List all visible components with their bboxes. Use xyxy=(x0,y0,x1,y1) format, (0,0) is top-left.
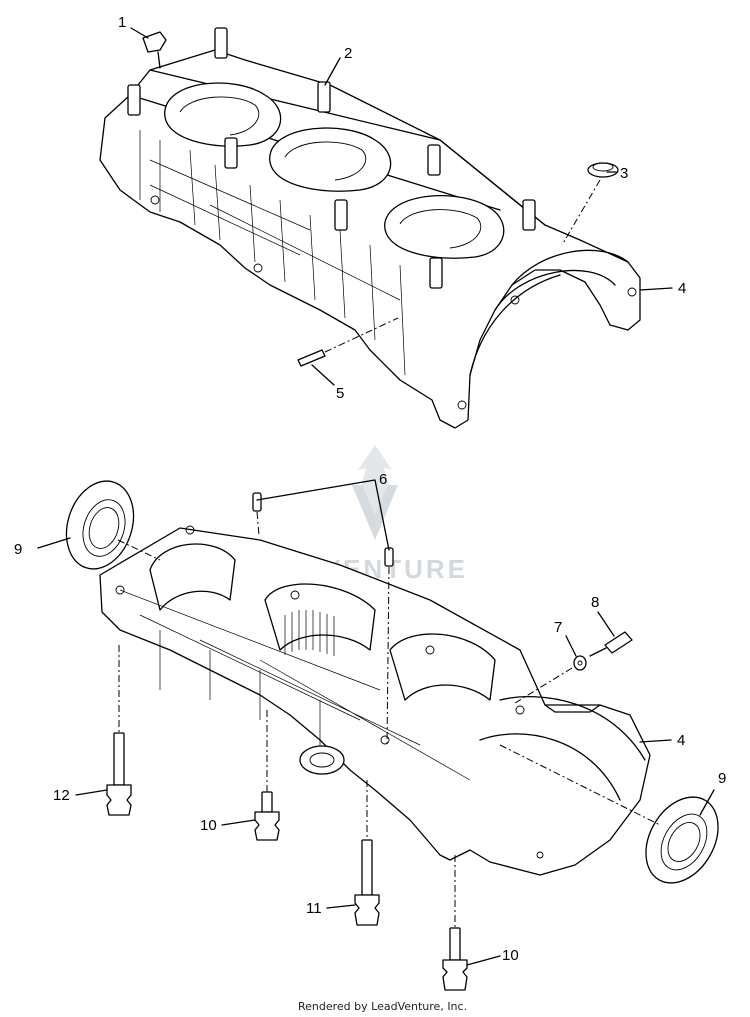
callout-9-front: 9 xyxy=(14,541,22,558)
callout-5: 5 xyxy=(336,385,344,402)
callout-2: 2 xyxy=(344,45,352,62)
part-10-bolt-a xyxy=(254,791,280,841)
part-5-leader xyxy=(324,317,399,353)
lower-crankcase-half xyxy=(99,525,651,876)
part-9-oil-seal-front xyxy=(65,480,135,570)
callout-10-a: 10 xyxy=(200,817,217,834)
callout-8: 8 xyxy=(591,594,599,611)
part-5-pin xyxy=(297,349,326,367)
callout-4-upper: 4 xyxy=(678,280,686,297)
part-7-washer xyxy=(573,655,587,671)
callout-9-rear: 9 xyxy=(718,770,726,787)
part-7-8-leader xyxy=(514,667,573,704)
part-12-long-bolt xyxy=(106,732,132,816)
callout-leaders xyxy=(37,27,715,966)
callout-4-lower: 4 xyxy=(677,732,685,749)
upper-crankcase-half xyxy=(99,27,641,429)
callout-numbers: 1 2 3 4 5 6 7 8 9 4 9 12 10 11 10 xyxy=(14,14,726,964)
part-11-long-bolt xyxy=(354,839,380,926)
callout-6: 6 xyxy=(379,471,387,488)
callout-11: 11 xyxy=(306,900,322,917)
part-3-leader xyxy=(561,179,601,246)
callout-10-b: 10 xyxy=(502,947,519,964)
part-10-bolt-b xyxy=(442,927,468,991)
part-6-leaders xyxy=(256,511,390,746)
part-3-plug xyxy=(587,162,619,178)
part-9-oil-seal-rear xyxy=(645,796,719,884)
callout-12: 12 xyxy=(53,787,70,804)
part-1-elbow-fitting xyxy=(142,31,167,69)
part-8-bolt xyxy=(589,631,633,657)
footer-credit: Rendered by LeadVenture, Inc. xyxy=(298,1000,467,1013)
callout-3: 3 xyxy=(620,165,628,182)
cylinder-studs xyxy=(127,27,536,289)
part-6-callout-lines xyxy=(256,479,390,551)
callout-1: 1 xyxy=(118,14,126,31)
callout-7: 7 xyxy=(554,619,562,636)
